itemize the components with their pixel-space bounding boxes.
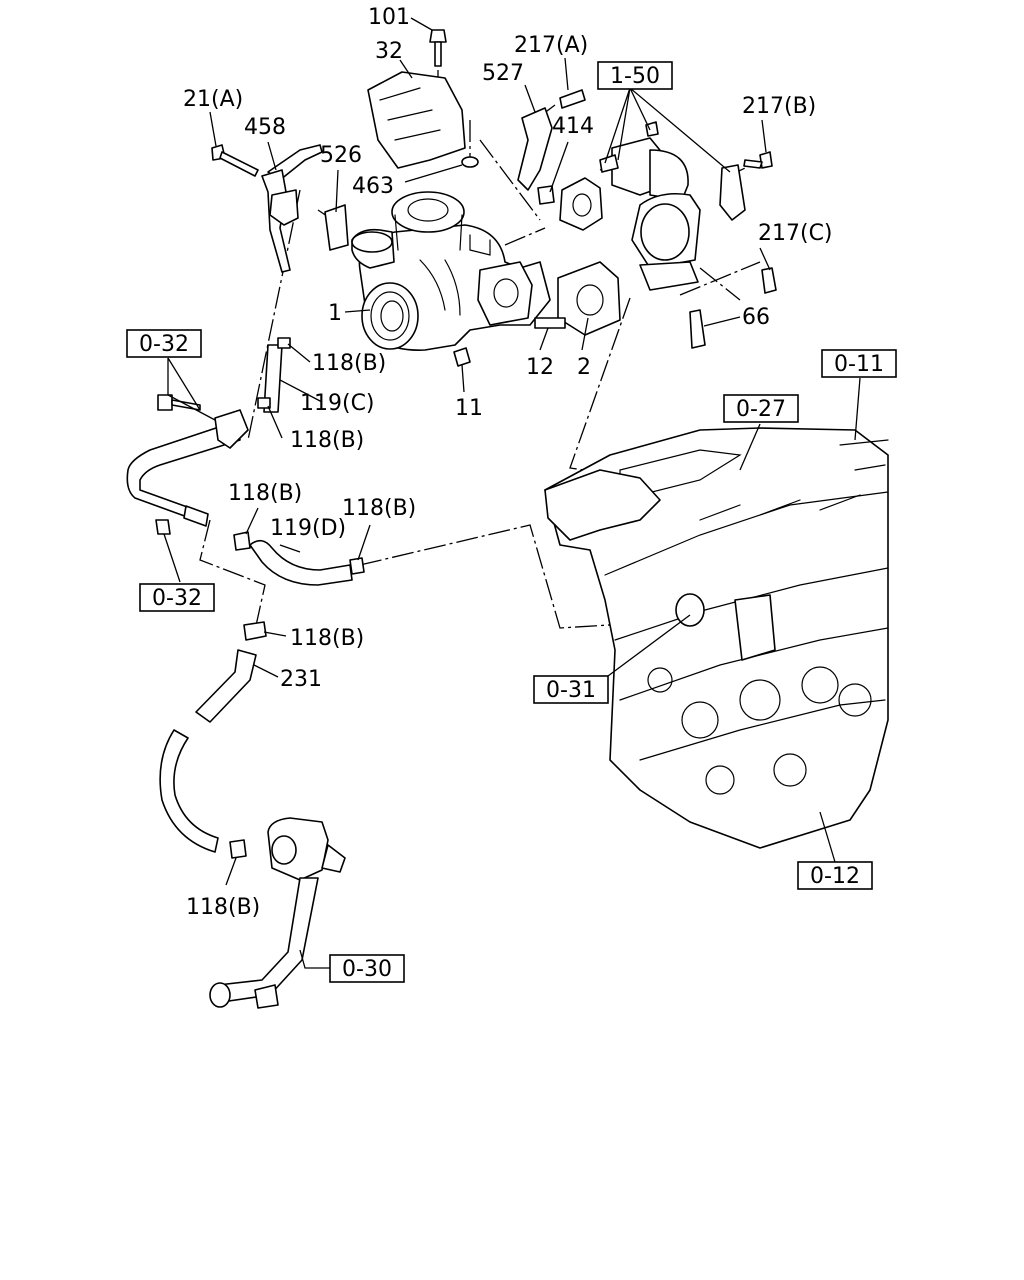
label-118b-1: 118(B) (312, 351, 386, 376)
ref-0-32-bottom: 0-32 (152, 586, 202, 611)
ref-0-32-top: 0-32 (139, 332, 189, 357)
ref-0-11: 0-11 (834, 352, 884, 377)
ref-box-0-27 (723, 394, 799, 423)
leader-lines (163, 17, 861, 969)
label-527: 527 (482, 61, 524, 86)
label-217c: 217(C) (758, 221, 833, 246)
label-463: 463 (352, 174, 394, 199)
part-labels: 101 32 217(A) 527 414 21(A) 458 526 463 … (183, 5, 833, 920)
ref-box-0-31 (533, 675, 609, 704)
label-119d: 119(D) (270, 516, 346, 541)
label-2: 2 (577, 355, 591, 380)
water-outlet-pipe (209, 817, 346, 1009)
label-118b-2: 118(B) (290, 428, 364, 453)
ref-0-12: 0-12 (810, 864, 860, 889)
label-66: 66 (742, 305, 770, 330)
hose-231 (159, 649, 257, 853)
label-118b-5: 118(B) (290, 626, 364, 651)
hose-119d (249, 539, 353, 586)
ref-box-0-32-bottom (139, 583, 215, 612)
label-11: 11 (455, 396, 483, 421)
ref-box-1-50 (597, 61, 673, 90)
label-101: 101 (368, 5, 410, 30)
ref-1-50: 1-50 (610, 64, 660, 89)
label-118b-4: 118(B) (342, 496, 416, 521)
turbocharger (351, 191, 551, 351)
bracket-527 (517, 107, 553, 191)
ref-0-31: 0-31 (546, 678, 596, 703)
ref-0-27: 0-27 (736, 397, 786, 422)
label-119c: 119(C) (300, 391, 375, 416)
engine-block (544, 427, 889, 849)
ref-box-0-30 (329, 954, 405, 983)
label-217b: 217(B) (742, 94, 816, 119)
label-414: 414 (552, 114, 594, 139)
ref-box-0-12 (797, 861, 873, 890)
label-231: 231 (280, 667, 322, 692)
water-pipe-left (126, 409, 249, 527)
label-32: 32 (375, 39, 403, 64)
label-217a: 217(A) (514, 33, 588, 58)
label-12: 12 (526, 355, 554, 380)
small-parts (155, 29, 777, 859)
gasket-2 (557, 261, 621, 336)
ref-box-0-11 (821, 349, 897, 378)
catalyst-assembly (611, 137, 746, 349)
label-458: 458 (244, 115, 286, 140)
heat-shield-32 (367, 71, 466, 169)
label-1: 1 (328, 301, 342, 326)
label-118b-3: 118(B) (228, 481, 302, 506)
oil-pipe-458 (261, 144, 323, 273)
ref-0-30: 0-30 (342, 957, 392, 982)
label-118b-6: 118(B) (186, 895, 260, 920)
label-526: 526 (320, 143, 362, 168)
label-21a: 21(A) (183, 87, 243, 112)
ref-box-0-32-top (126, 329, 202, 358)
gasket-414 (559, 177, 603, 231)
reference-boxes: 1-50 0-32 0-27 0-11 0-32 0-31 0-12 0-30 (126, 61, 897, 983)
